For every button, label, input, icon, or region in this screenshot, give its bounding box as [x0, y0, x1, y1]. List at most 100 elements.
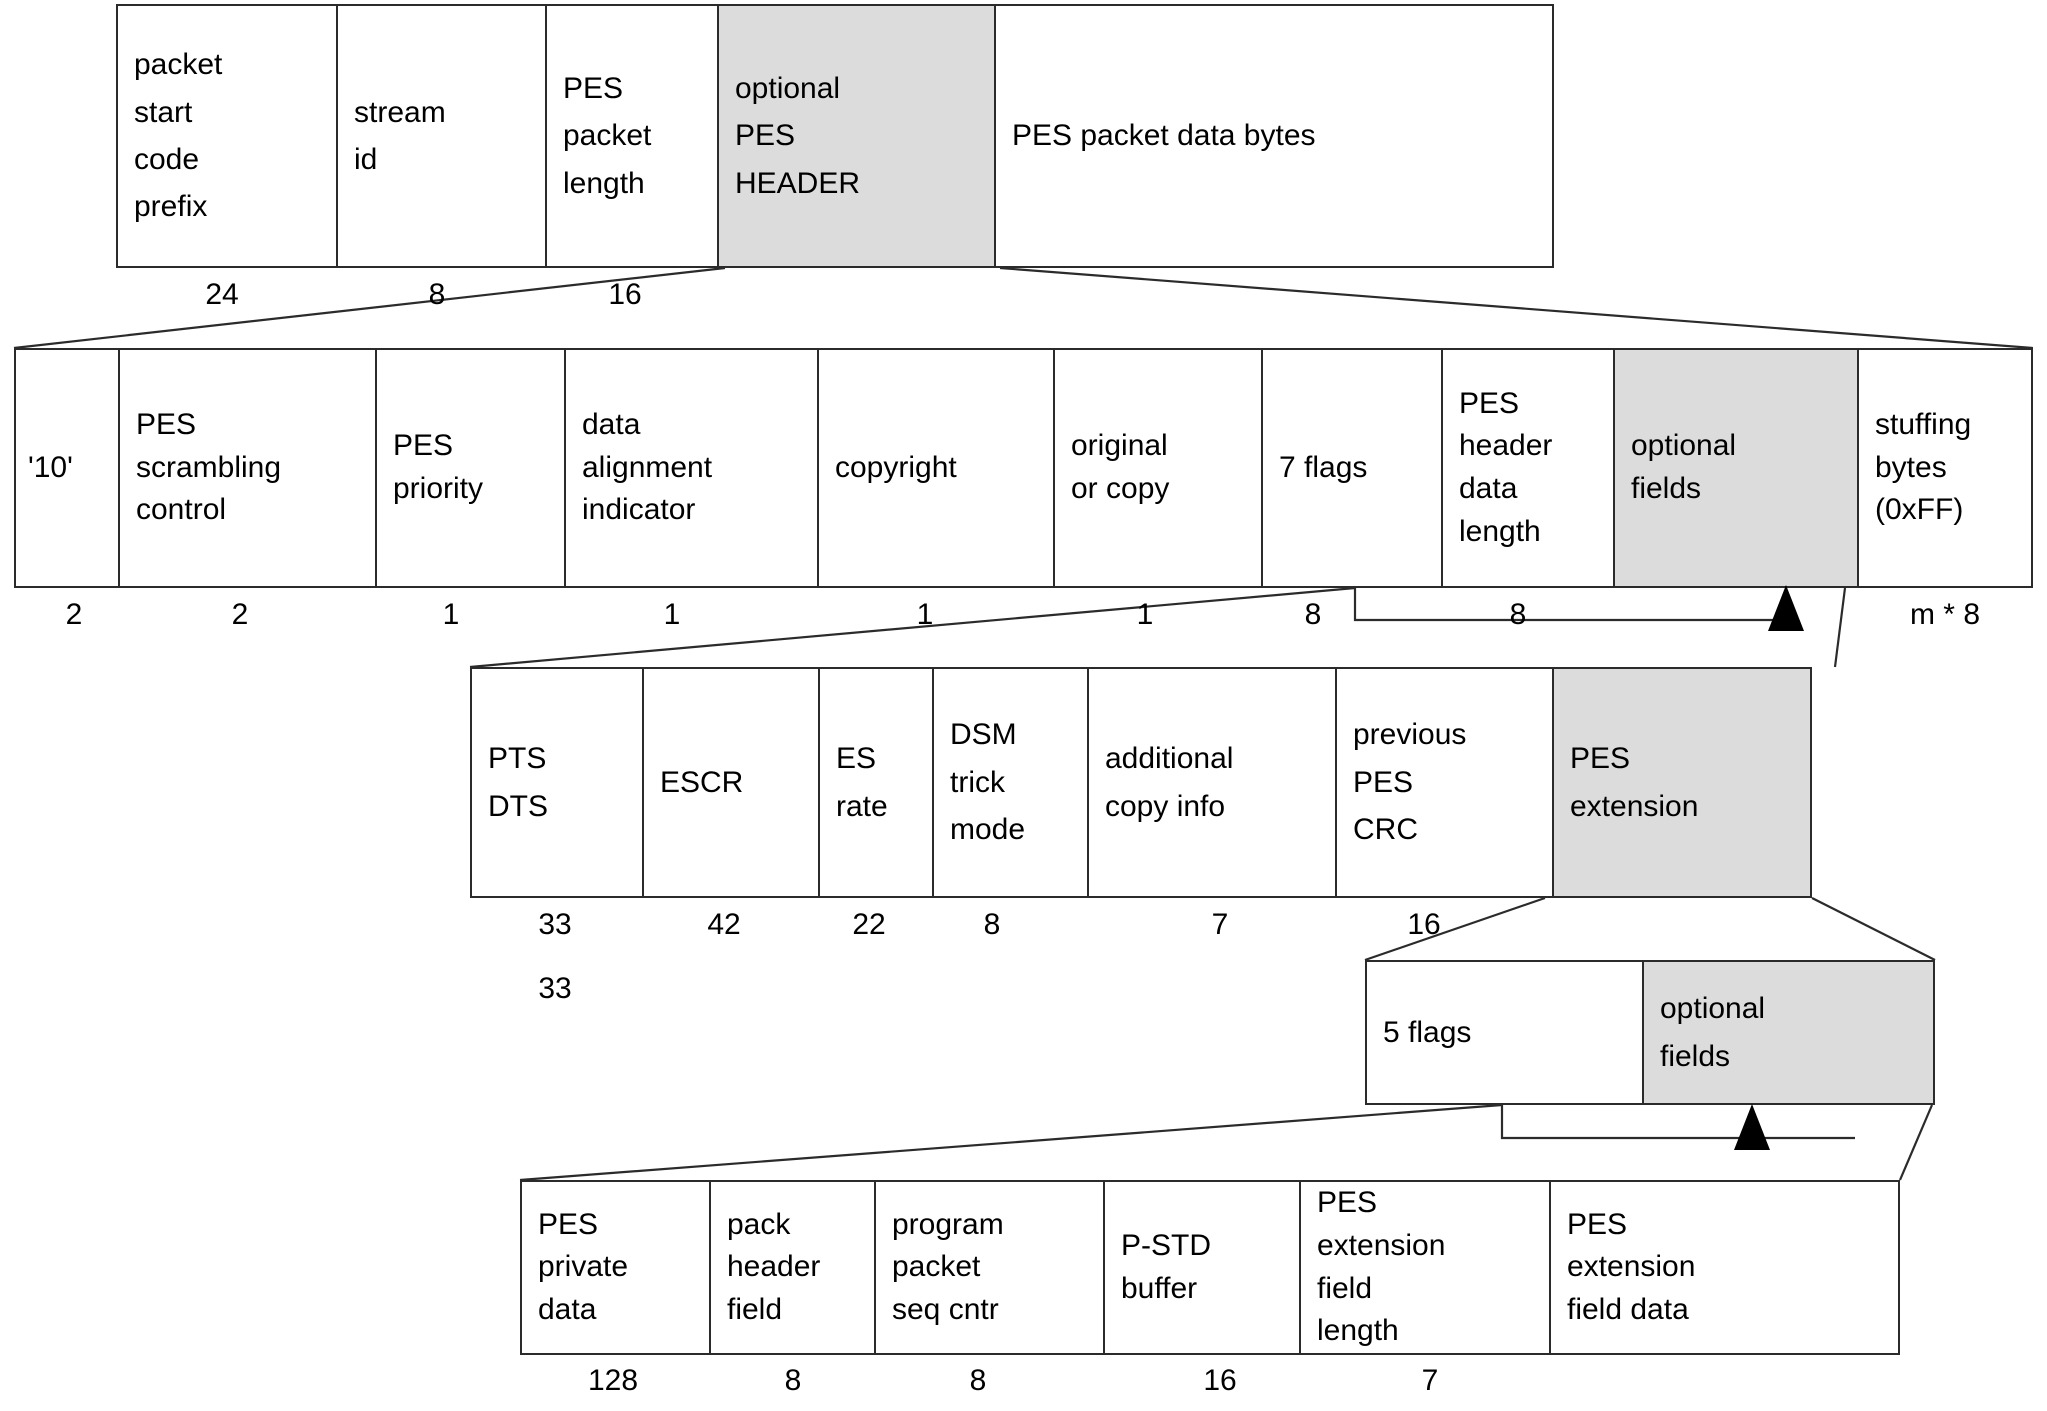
cell-line: alignment	[582, 450, 713, 484]
cell-pes-scrambling-control: PES scrambling control	[120, 350, 377, 586]
cell-line: PES	[538, 1207, 599, 1241]
cell-dsm-trick-mode: DSM trick mode	[934, 669, 1089, 896]
bits-pes-extension-field-length: 7	[1421, 1364, 1439, 1397]
cell-marker-bits-10: '10'	[16, 350, 120, 586]
bits-marker-bits-10: 2	[65, 598, 83, 631]
bits-data-alignment-indicator: 1	[663, 598, 681, 631]
cell-line: private	[538, 1250, 629, 1284]
cell-line: (0xFF)	[1875, 493, 1964, 527]
cell-line: data	[538, 1292, 597, 1326]
cell-stream-id: stream id	[338, 6, 547, 266]
cell-line: '10'	[28, 450, 73, 484]
bits-stuffing-bytes: m * 8	[1909, 598, 1981, 631]
cell-line: seq cntr	[892, 1292, 999, 1326]
cell-p-std-buffer: P-STD buffer	[1105, 1182, 1301, 1353]
pes-header-row: '10' PES scrambling control PES priority…	[14, 348, 2033, 588]
cell-optional-fields: optional fields	[1615, 350, 1859, 586]
cell-line: PES	[735, 119, 796, 153]
cell-line: original	[1071, 429, 1168, 463]
cell-line: length	[1317, 1314, 1399, 1348]
bits-pes-private-data: 128	[587, 1364, 639, 1397]
cell-escr: ESCR	[644, 669, 820, 896]
cell-line: or copy	[1071, 472, 1170, 505]
cell-line: PES	[563, 71, 624, 105]
cell-line: start	[134, 95, 193, 129]
cell-previous-pes-crc: previous PES CRC	[1337, 669, 1554, 896]
cell-pes-packet-length: PES packet length	[547, 6, 719, 266]
bits-pack-header-field: 8	[784, 1364, 802, 1397]
bits-copyright: 1	[916, 598, 934, 631]
cell-line: id	[354, 143, 378, 176]
cell-pes-priority: PES priority	[377, 350, 566, 586]
bits-seven-flags: 8	[1304, 598, 1322, 631]
cell-line: header	[727, 1250, 821, 1284]
cell-line: length	[1459, 514, 1541, 548]
cell-pes-extension-optional-fields: optional fields	[1644, 962, 1933, 1103]
cell-line: previous	[1353, 718, 1467, 752]
cell-pack-header-field: pack header field	[711, 1182, 876, 1353]
cell-pes-private-data: PES private data	[522, 1182, 711, 1353]
cell-line: copyright	[835, 450, 957, 484]
cell-line: HEADER	[735, 166, 861, 200]
cell-line: PES	[1353, 765, 1414, 799]
cell-line: PES	[1459, 386, 1520, 420]
cell-pes-extension-field-length: PES extension field length	[1301, 1182, 1551, 1353]
cell-line: length	[563, 166, 645, 200]
cell-line: rate	[836, 789, 888, 823]
cell-line: copy info	[1105, 789, 1226, 823]
bits-stream-id: 8	[428, 278, 446, 311]
cell-pes-packet-data-bytes: PES packet data bytes	[996, 6, 1552, 266]
cell-line: indicator	[582, 493, 696, 527]
cell-line: additional	[1105, 742, 1234, 776]
cell-line: field	[727, 1292, 783, 1326]
cell-line: scrambling	[136, 450, 282, 484]
cell-line: data	[582, 408, 641, 442]
cell-line: PES	[1570, 742, 1631, 776]
bits-previous-pes-crc: 16	[1407, 908, 1441, 941]
optional-fields-pointer-icon	[1768, 585, 1804, 631]
optional-fields-row: PTS DTS ESCR ES rate DSM trick mode addi…	[470, 667, 1812, 898]
bits-pes-packet-length: 16	[608, 278, 642, 311]
cell-program-packet-seq-cntr: program packet seq cntr	[876, 1182, 1105, 1353]
bits-pes-scrambling-control: 2	[231, 598, 249, 631]
cell-line: extension	[1567, 1250, 1696, 1284]
cell-line: code	[134, 143, 200, 176]
cell-line: ESCR	[660, 765, 744, 799]
pes-packet-row: packet start code prefix stream id PES p…	[116, 4, 1554, 268]
cell-stuffing-bytes: stuffing bytes (0xFF)	[1859, 350, 2031, 586]
cell-additional-copy-info: additional copy info	[1089, 669, 1337, 896]
bits-additional-copy-info: 7	[1211, 908, 1229, 941]
cell-seven-flags: 7 flags	[1263, 350, 1443, 586]
bits-pts-dts: 33	[538, 908, 572, 941]
extension-optional-fields-pointer-icon	[1734, 1104, 1770, 1150]
cell-line: CRC	[1353, 813, 1418, 847]
cell-line: fields	[1660, 1039, 1731, 1073]
cell-copyright: copyright	[819, 350, 1055, 586]
cell-line: program	[892, 1207, 1004, 1241]
cell-line: header	[1459, 429, 1553, 463]
cell-line: field	[1317, 1271, 1373, 1305]
cell-line: PTS	[488, 742, 547, 776]
cell-line: ES	[836, 742, 877, 776]
bits-original-or-copy: 1	[1136, 598, 1154, 631]
bits-pts-dts-second: 33	[538, 972, 572, 1005]
cell-line: data	[1459, 472, 1518, 505]
bits-dsm-trick-mode: 8	[983, 908, 1001, 941]
cell-line: priority	[393, 472, 484, 505]
bits-program-packet-seq-cntr: 8	[969, 1364, 987, 1397]
cell-five-flags: 5 flags	[1367, 962, 1644, 1103]
cell-original-or-copy: original or copy	[1055, 350, 1263, 586]
cell-line: PES	[393, 429, 454, 463]
bits-packet-start-code-prefix: 24	[205, 278, 239, 311]
cell-line: pack	[727, 1207, 791, 1241]
cell-line: buffer	[1121, 1271, 1198, 1305]
cell-line: optional	[1660, 992, 1766, 1026]
bits-pes-priority: 1	[442, 598, 460, 631]
cell-pes-extension: PES extension	[1554, 669, 1810, 896]
cell-line: mode	[950, 813, 1026, 847]
cell-line: field data	[1567, 1292, 1689, 1326]
cell-line: optional	[735, 71, 841, 105]
bits-escr: 42	[707, 908, 741, 941]
cell-line: control	[136, 493, 227, 527]
